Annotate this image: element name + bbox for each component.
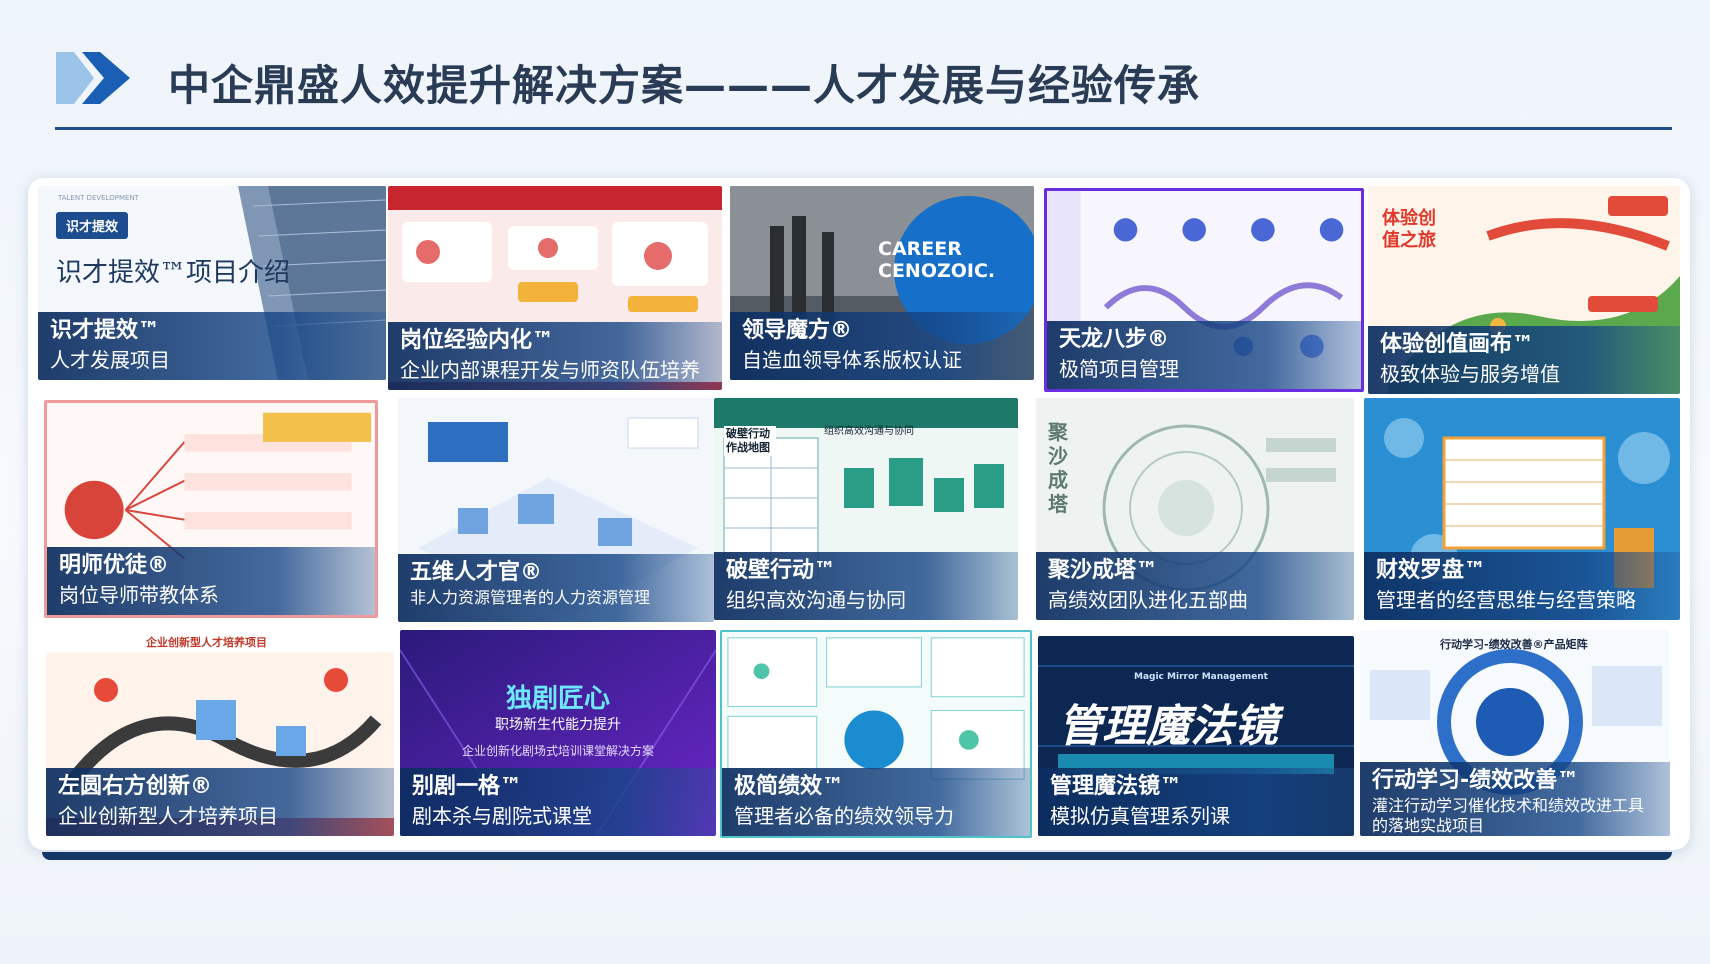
tile-subtitle: 高绩效团队进化五部曲 <box>1048 588 1248 612</box>
tile-subtitle: 灌注行动学习催化技术和绩效改进工具的落地实战项目 <box>1372 796 1645 835</box>
tile-caption: 聚沙成塔™ 高绩效团队进化五部曲 <box>1036 552 1354 620</box>
tile-caption: 破壁行动™ 组织高效沟通与协同 <box>714 552 1018 620</box>
tile-headline: 体验创值之旅 <box>1382 208 1436 251</box>
tile-headline: 企业创新型人才培养项目 <box>146 636 267 649</box>
tile-headline: 识才提效™项目介绍 <box>56 258 291 288</box>
tile-subtitle: 岗位导师带教体系 <box>59 583 219 607</box>
brand-badge: 识才提效 <box>56 212 129 239</box>
tile-subtitle: 模拟仿真管理系列课 <box>1050 804 1230 828</box>
tile-caption: 别剧一格™ 剧本杀与剧院式课堂 <box>400 768 716 836</box>
tile-magic-mirror[interactable]: Magic Mirror Management 管理魔法镜 管理魔法镜™ 模拟仿… <box>1038 636 1354 836</box>
tile-kicker: 组织高效沟通与协同 <box>824 426 914 437</box>
tile-note: 企业创新化剧场式培训课堂解决方案 <box>461 744 654 758</box>
tile-job-experience[interactable]: 岗位经验内化™ 企业内部课程开发与师资队伍培养 <box>388 186 722 390</box>
tile-talent-development[interactable]: TALENT DEVELOPMENT 识才提效 识才提效™项目介绍 识才提效™ … <box>38 186 386 380</box>
tile-simple-performance[interactable]: 极简绩效™ 管理者必备的绩效领导力 <box>720 630 1032 838</box>
double-arrow-icon <box>56 52 130 104</box>
tile-caption: 左圆右方创新® 企业创新型人才培养项目 <box>46 768 394 836</box>
tile-subtitle: 管理者必备的绩效领导力 <box>734 804 954 828</box>
tile-caption: 天龙八步® 极简项目管理 <box>1047 321 1361 389</box>
tile-caption: 管理魔法镜™ 模拟仿真管理系列课 <box>1038 768 1354 836</box>
tile-headline: 聚沙成塔 <box>1048 420 1068 516</box>
tile-script-theater[interactable]: 独剧匠心 职场新生代能力提升 企业创新化剧场式培训课堂解决方案 别剧一格™ 剧本… <box>400 630 716 836</box>
page-title: 中企鼎盛人效提升解决方案———人才发展与经验传承 <box>168 61 1201 110</box>
tile-title: 聚沙成塔™ <box>1048 558 1159 583</box>
title-divider <box>55 127 1672 130</box>
tile-caption: 领导魔方® 自造血领导体系版权认证 <box>730 312 1034 380</box>
tile-innovation[interactable]: 企业创新型人才培养项目 左圆右方创新® 企业创新型人才培养项目 <box>46 630 394 836</box>
tile-kicker: 职场新生代能力提升 <box>495 717 621 733</box>
tile-title: 领导魔方® <box>742 318 853 343</box>
tile-subtitle: 企业创新型人才培养项目 <box>58 804 278 828</box>
tile-title: 明师优徒® <box>59 553 170 578</box>
tile-team-evolution[interactable]: 聚沙成塔 聚沙成塔™ 高绩效团队进化五部曲 <box>1036 398 1354 620</box>
tile-finance-compass[interactable]: 财效罗盘™ 管理者的经营思维与经营策略 <box>1364 398 1680 620</box>
tile-breakthrough-action[interactable]: 破壁行动作战地图 组织高效沟通与协同 破壁行动™ 组织高效沟通与协同 <box>714 398 1018 620</box>
tile-title: 极简绩效™ <box>734 774 845 799</box>
tile-art-flowchart <box>722 632 1030 836</box>
tile-title: 岗位经验内化™ <box>400 328 555 353</box>
tile-subtitle: 人才发展项目 <box>50 348 170 372</box>
tile-caption: 行动学习-绩效改善™ 灌注行动学习催化技术和绩效改进工具的落地实战项目 <box>1360 762 1670 836</box>
tile-eight-steps[interactable]: 天龙八步® 极简项目管理 <box>1044 188 1364 392</box>
tile-caption: 体验创值画布™ 极致体验与服务增值 <box>1368 326 1680 394</box>
tile-title: 五维人才官® <box>410 560 543 585</box>
tile-headline: 独剧匠心 <box>505 684 610 714</box>
tile-subtitle: 组织高效沟通与协同 <box>726 588 906 612</box>
tile-title: 左圆右方创新® <box>58 774 213 799</box>
tile-headline: 管理魔法镜 <box>1058 701 1278 752</box>
tile-caption: 识才提效™ 人才发展项目 <box>38 312 386 380</box>
tile-headline: 破壁行动作战地图 <box>724 426 776 456</box>
tile-subtitle: 剧本杀与剧院式课堂 <box>412 804 592 828</box>
tile-caption: 明师优徒® 岗位导师带教体系 <box>47 547 375 615</box>
tile-leadership-cube[interactable]: CAREER CENOZOIC. 领导魔方® 自造血领导体系版权认证 <box>730 186 1034 380</box>
panel-bottom-bar <box>42 852 1672 860</box>
tile-title: 识才提效™ <box>50 318 161 343</box>
tile-headline: CAREER CENOZOIC. <box>878 238 996 282</box>
tile-kicker: TALENT DEVELOPMENT <box>58 194 139 202</box>
tile-hr-officer[interactable]: 五维人才官® 非人力资源管理者的人力资源管理 <box>398 398 714 622</box>
tile-mentor-program[interactable]: 明师优徒® 岗位导师带教体系 <box>44 400 378 618</box>
tile-title: 财效罗盘™ <box>1376 558 1487 583</box>
tile-title: 破壁行动™ <box>726 558 837 583</box>
tile-subtitle: 企业内部课程开发与师资队伍培养 <box>400 358 700 382</box>
tile-subtitle: 自造血领导体系版权认证 <box>742 348 962 372</box>
tile-caption: 岗位经验内化™ 企业内部课程开发与师资队伍培养 <box>388 322 722 390</box>
tile-kicker: Magic Mirror Management <box>1134 672 1268 682</box>
tile-title: 天龙八步® <box>1059 327 1170 352</box>
tile-experience-canvas[interactable]: 体验创值之旅 体验创值画布™ 极致体验与服务增值 <box>1368 186 1680 394</box>
tile-caption: 五维人才官® 非人力资源管理者的人力资源管理 <box>398 554 714 622</box>
tile-subtitle: 管理者的经营思维与经营策略 <box>1376 588 1636 612</box>
tile-headline: 行动学习-绩效改善®产品矩阵 <box>1440 638 1588 651</box>
tile-title: 管理魔法镜™ <box>1050 774 1183 799</box>
tile-caption: 财效罗盘™ 管理者的经营思维与经营策略 <box>1364 552 1680 620</box>
tile-caption: 极简绩效™ 管理者必备的绩效领导力 <box>722 768 1030 836</box>
tile-title: 体验创值画布™ <box>1380 332 1535 357</box>
tile-action-learning[interactable]: 行动学习-绩效改善®产品矩阵 行动学习-绩效改善™ 灌注行动学习催化技术和绩效改… <box>1360 630 1670 836</box>
tile-title: 别剧一格™ <box>412 774 523 799</box>
tile-subtitle: 极简项目管理 <box>1059 357 1179 381</box>
tile-title: 行动学习-绩效改善™ <box>1372 768 1580 793</box>
tile-subtitle: 极致体验与服务增值 <box>1380 362 1560 386</box>
tile-subtitle: 非人力资源管理者的人力资源管理 <box>410 588 651 607</box>
